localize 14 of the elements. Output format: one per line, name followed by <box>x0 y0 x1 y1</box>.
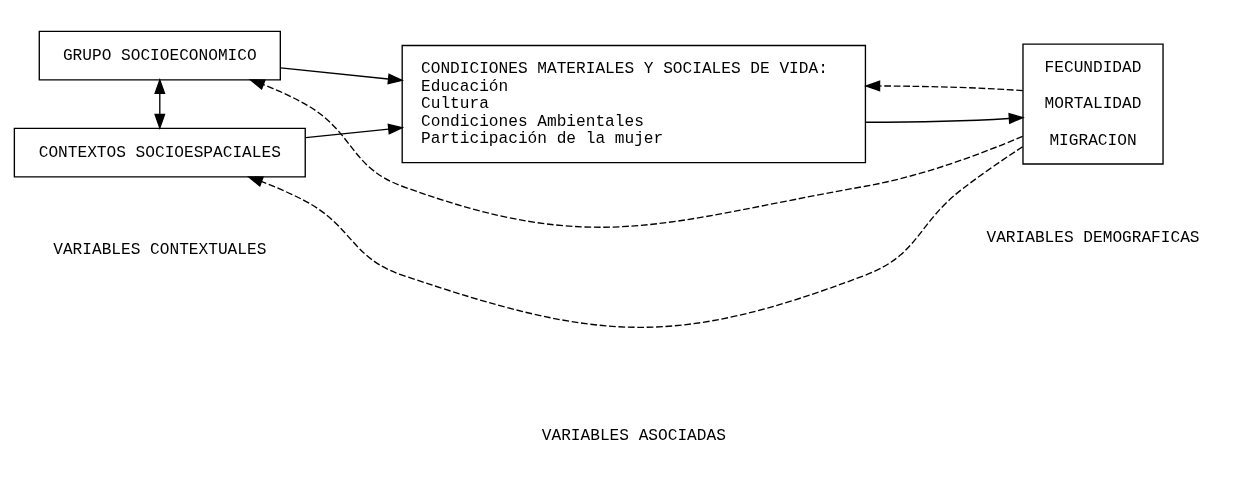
node-box: GRUPO SOCIOECONOMICO <box>38 30 281 81</box>
arrow <box>246 145 1024 328</box>
arrow <box>154 77 166 130</box>
arrow <box>864 79 1024 92</box>
label: VARIABLES ASOCIADAS <box>541 426 726 445</box>
arrow <box>280 66 404 85</box>
node-box: CONTEXTOS SOCIOESPACIALES <box>13 127 306 177</box>
node-box: FECUNDIDAD MORTALIDAD MIGRACION <box>1022 43 1164 165</box>
label: VARIABLES DEMOGRAFICAS <box>986 228 1200 247</box>
arrow <box>248 78 1024 228</box>
node-box: CONDICIONES MATERIALES Y SOCIALES DE VIDA: Educación Cultura Condiciones Ambientales Participación de la mujer <box>401 44 867 163</box>
arrow <box>865 112 1025 124</box>
label: VARIABLES CONTEXTUALES <box>53 240 267 259</box>
arrow <box>305 123 405 138</box>
